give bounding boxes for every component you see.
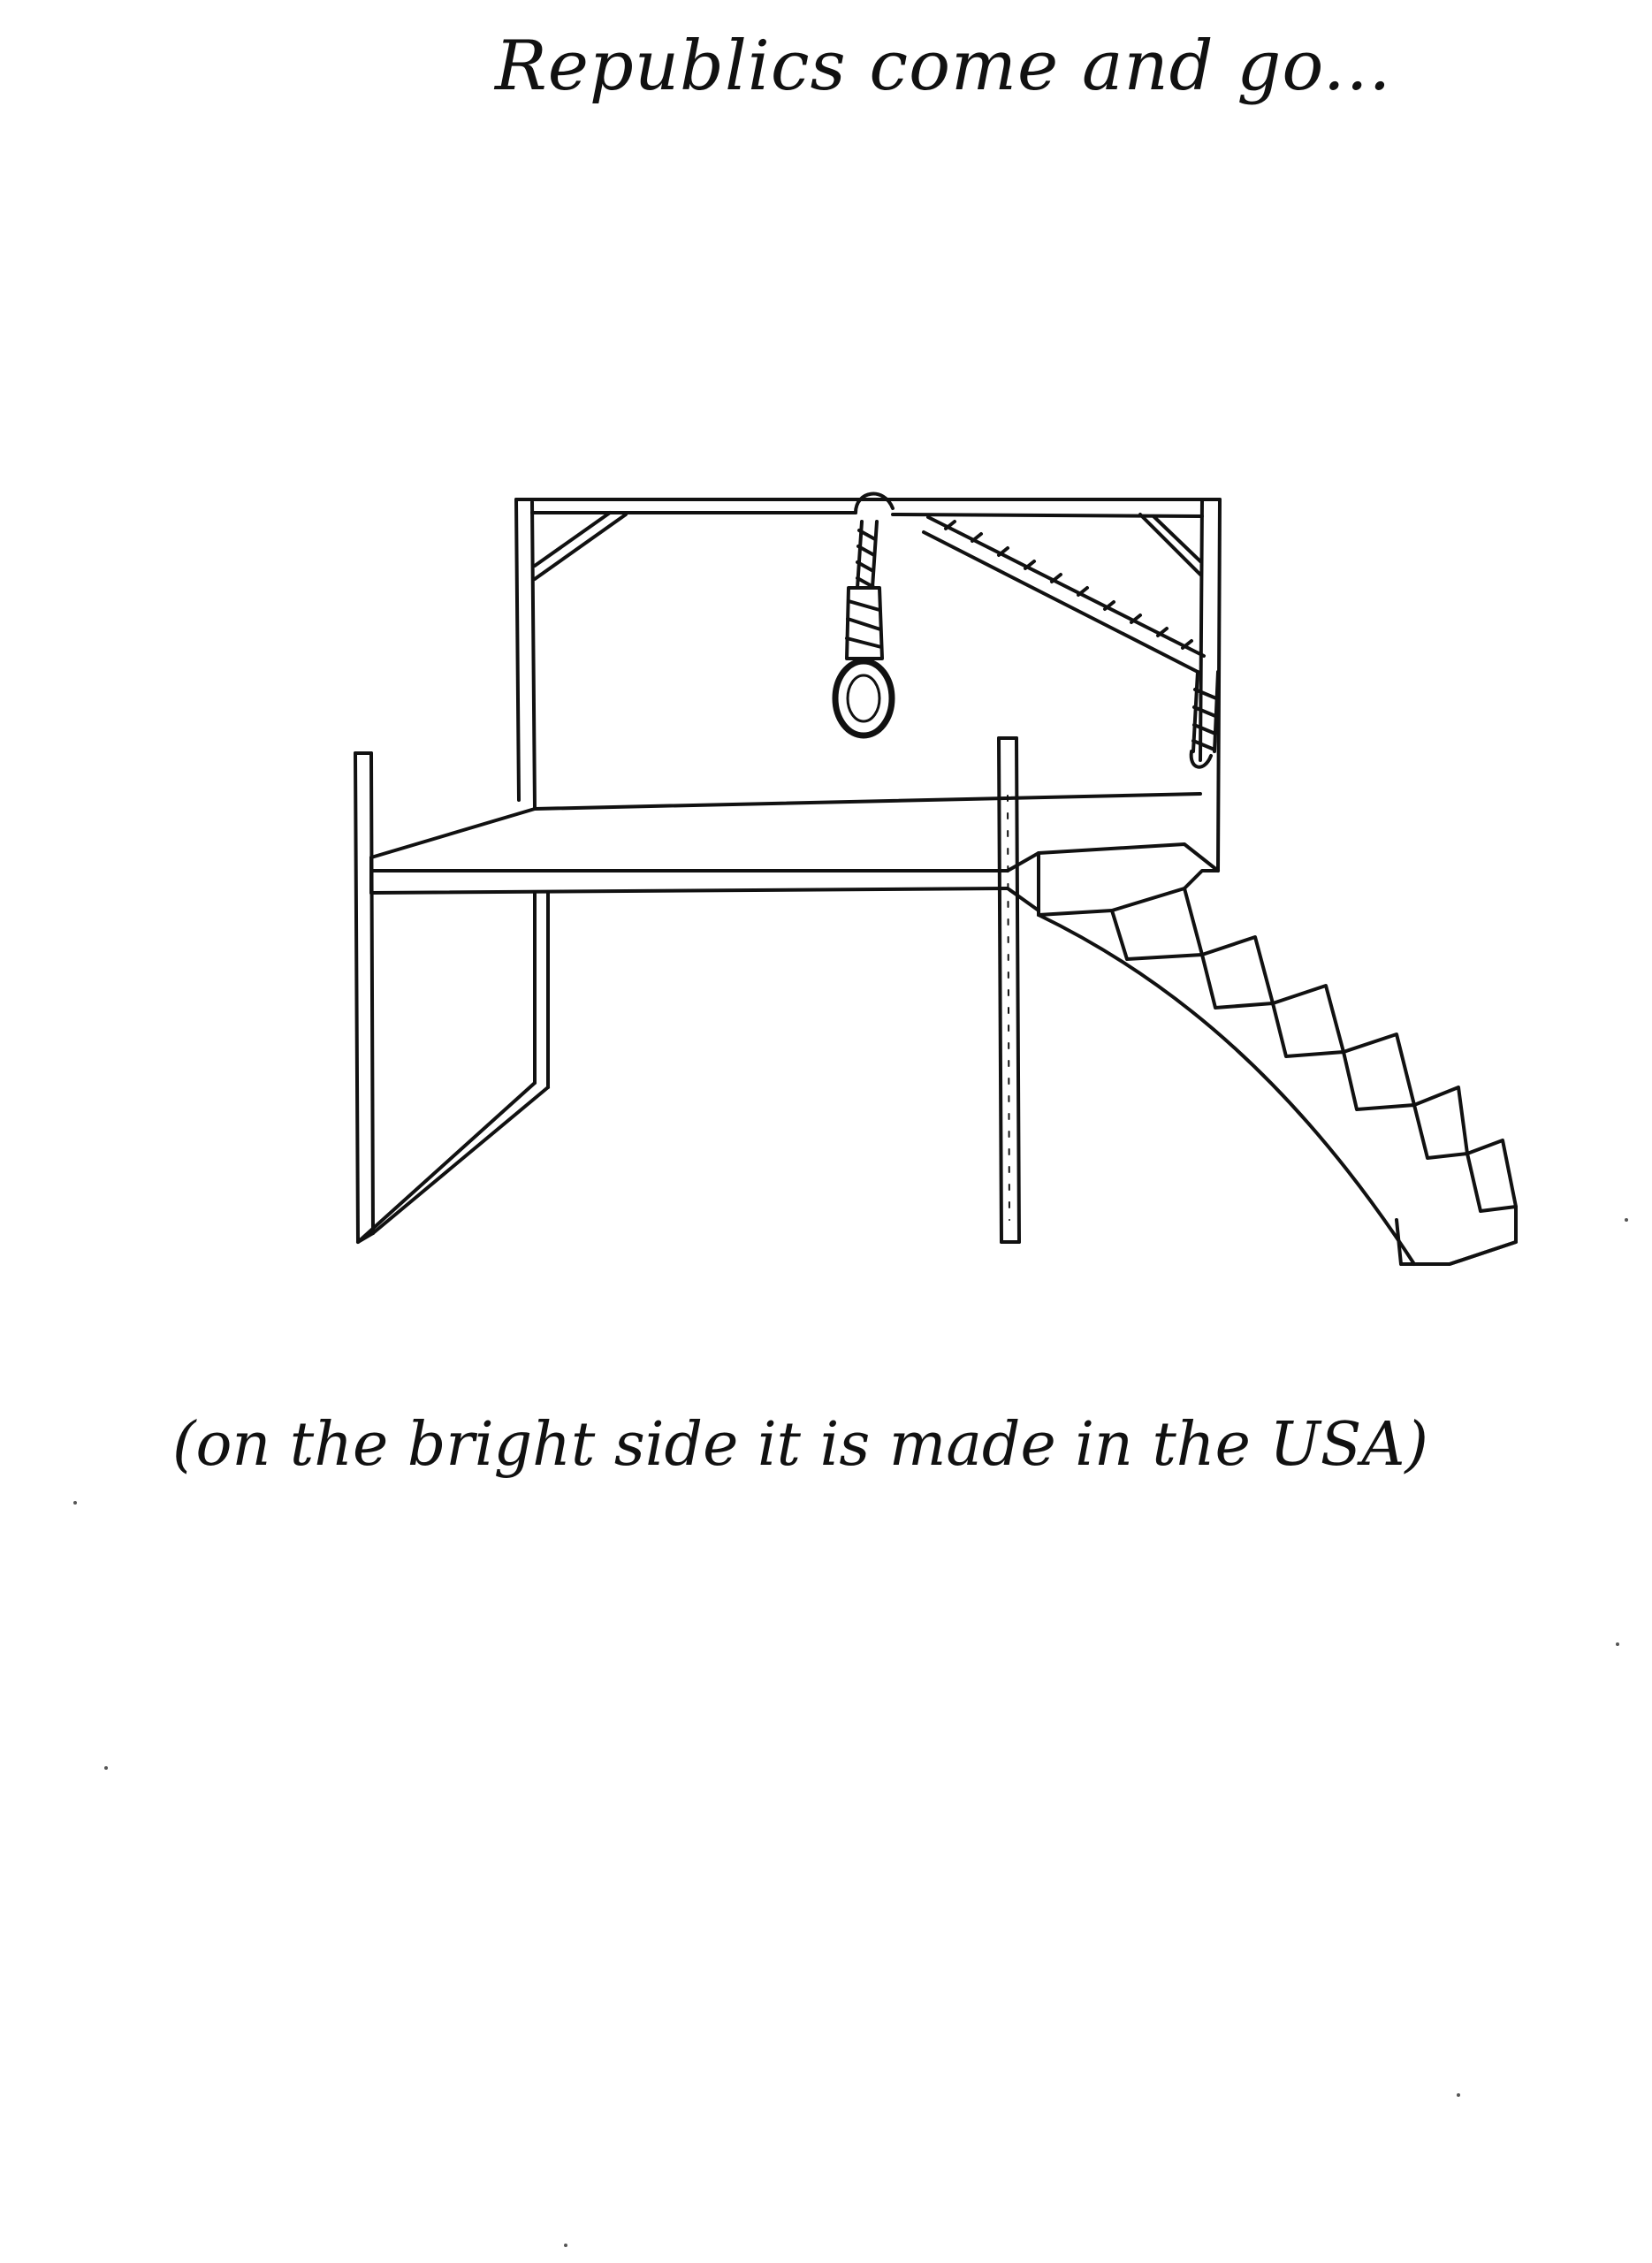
back-left-post (514, 498, 537, 811)
cartoon-caption: (on the bright side it is made in the US… (172, 1410, 1428, 1480)
front-right-post (997, 736, 1021, 1244)
platform-deck (369, 792, 1220, 917)
cartoon-title: Republics come and go... (495, 27, 1392, 106)
front-left-post (354, 751, 550, 1244)
right-noose-icon (1189, 670, 1220, 769)
crossbeam (514, 498, 1222, 518)
corner-braces (533, 511, 1202, 581)
staircase (1037, 869, 1518, 1266)
center-noose-icon (832, 491, 895, 739)
diagonal-rope (922, 515, 1206, 674)
paper-specks (73, 1218, 1628, 2247)
